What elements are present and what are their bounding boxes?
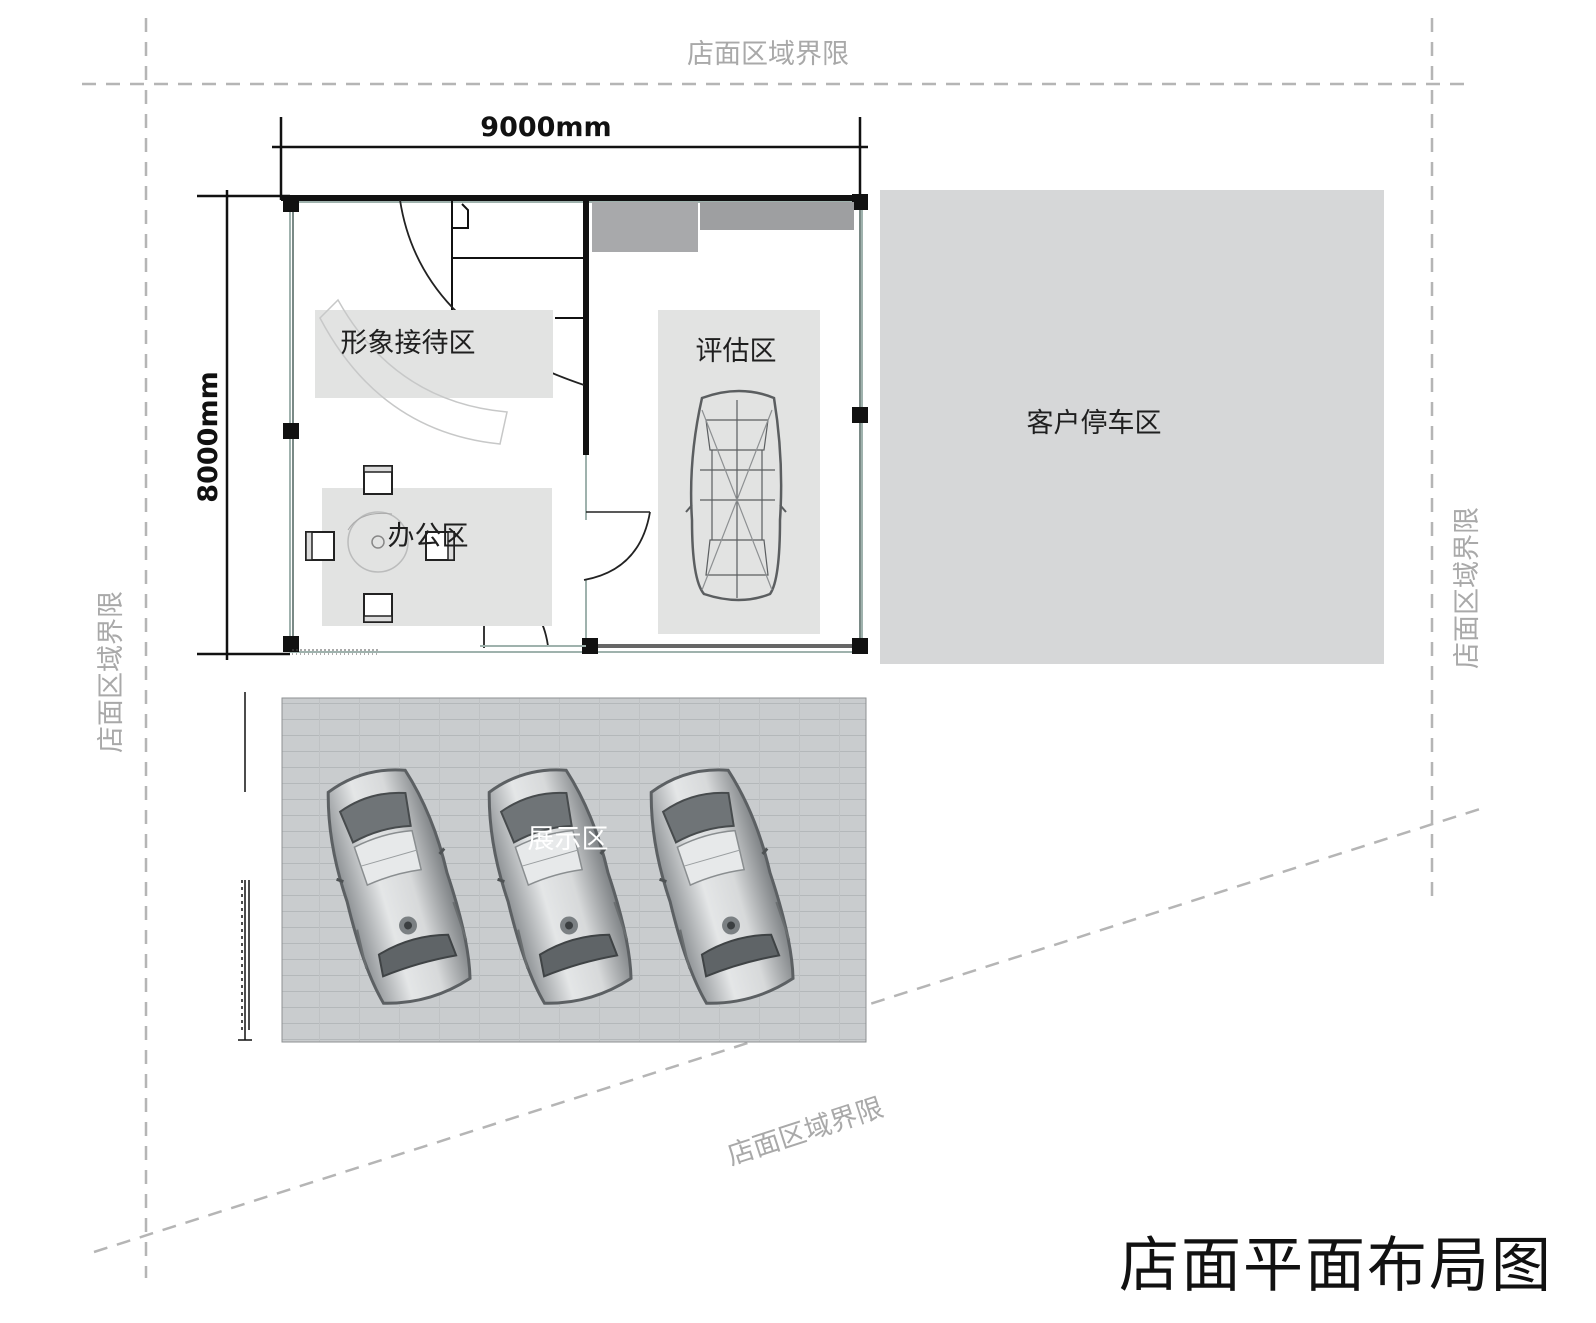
chair-icon <box>363 593 393 623</box>
storage-block <box>592 202 698 252</box>
chair-icon <box>363 465 393 495</box>
zone-label-office: 办公区 <box>388 521 469 552</box>
column <box>283 636 299 652</box>
evaluation-zone: 评估区 <box>658 310 820 634</box>
reception-zone: 形象接待区 <box>315 298 553 445</box>
column <box>283 423 299 439</box>
boundary-label-left: 店面区域界限 <box>96 591 127 753</box>
scale-marker <box>238 692 252 1041</box>
column <box>582 638 598 654</box>
zone-label-evaluation: 评估区 <box>696 336 777 367</box>
boundary-label-bottom: 店面区域界限 <box>724 1092 888 1172</box>
zone-label-showroom: 展示区 <box>528 824 609 855</box>
reception-desk <box>319 298 508 445</box>
customer-parking-zone: 客户停车区 <box>880 190 1384 664</box>
storage-block <box>700 202 854 230</box>
chair-icon <box>305 531 335 561</box>
showroom-zone: 展示区 <box>281 697 867 1043</box>
height-dimension <box>197 190 290 660</box>
zone-label-parking: 客户停车区 <box>1027 408 1162 439</box>
column <box>852 638 868 654</box>
zone-label-reception: 形象接待区 <box>341 328 476 359</box>
office-desk-icon <box>347 511 409 573</box>
width-dimension <box>272 117 868 200</box>
width-dimension-label: 9000mm <box>480 112 611 143</box>
column <box>852 194 868 210</box>
boundary-label-right: 店面区域界限 <box>1452 507 1483 669</box>
boundary-label-top: 店面区域界限 <box>687 39 849 70</box>
office-zone: 办公区 <box>305 465 552 626</box>
height-dimension-label: 8000mm <box>193 371 224 502</box>
column <box>852 407 868 423</box>
column <box>283 196 299 212</box>
diagram-title: 店面平面布局图 <box>1119 1231 1553 1301</box>
wireframe-car-icon <box>685 389 787 602</box>
